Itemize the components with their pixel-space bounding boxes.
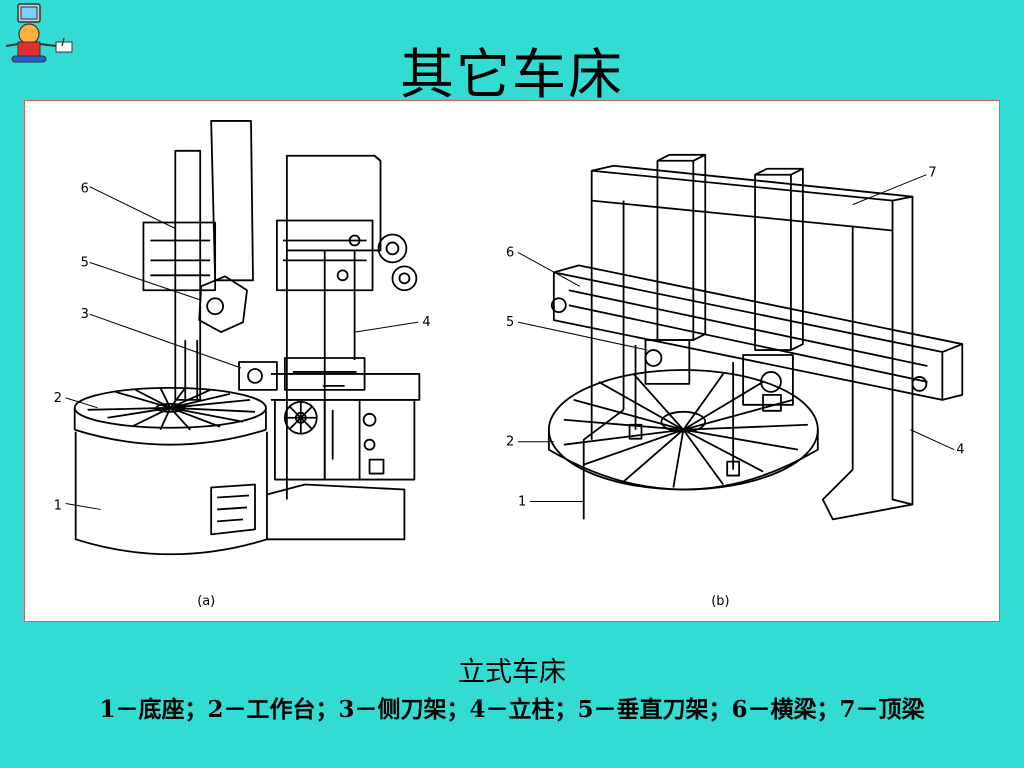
vertical-lathe-drawing: 6 5 3 4 2 1 7 6 5 2 1 4 (a) (b)	[54, 120, 965, 609]
callout-a-3: 3	[81, 307, 89, 322]
caption-heading: 立式车床	[458, 657, 566, 688]
lathe-figure: 6 5 3 4 2 1 7 6 5 2 1 4 (a) (b)	[24, 100, 1000, 622]
lathe-a-drawing	[65, 120, 421, 556]
lathe-b-drawing	[517, 153, 964, 521]
callout-b-2: 2	[506, 435, 514, 450]
panel-a-label: (a)	[197, 594, 215, 609]
callout-a-5: 5	[81, 255, 89, 270]
callout-labels: 6 5 3 4 2 1 7 6 5 2 1 4 (a) (b)	[54, 166, 965, 609]
callout-a-4: 4	[422, 315, 430, 330]
callout-b-7: 7	[928, 166, 936, 181]
page-title: 其它车床	[400, 43, 624, 106]
callout-b-1: 1	[518, 494, 526, 509]
callout-b-6: 6	[506, 245, 514, 260]
logo-icon	[5, 3, 73, 63]
caption-legend: 1－底座；2－工作台；3－侧刀架；4－立柱；5－垂直刀架；6－横梁；7－顶梁	[99, 696, 925, 723]
callout-b-5: 5	[506, 315, 514, 330]
callout-a-1: 1	[54, 498, 62, 513]
callout-b-4: 4	[956, 443, 964, 458]
callout-a-6: 6	[81, 182, 89, 197]
panel-b-label: (b)	[711, 594, 729, 609]
callout-a-2: 2	[54, 391, 62, 406]
